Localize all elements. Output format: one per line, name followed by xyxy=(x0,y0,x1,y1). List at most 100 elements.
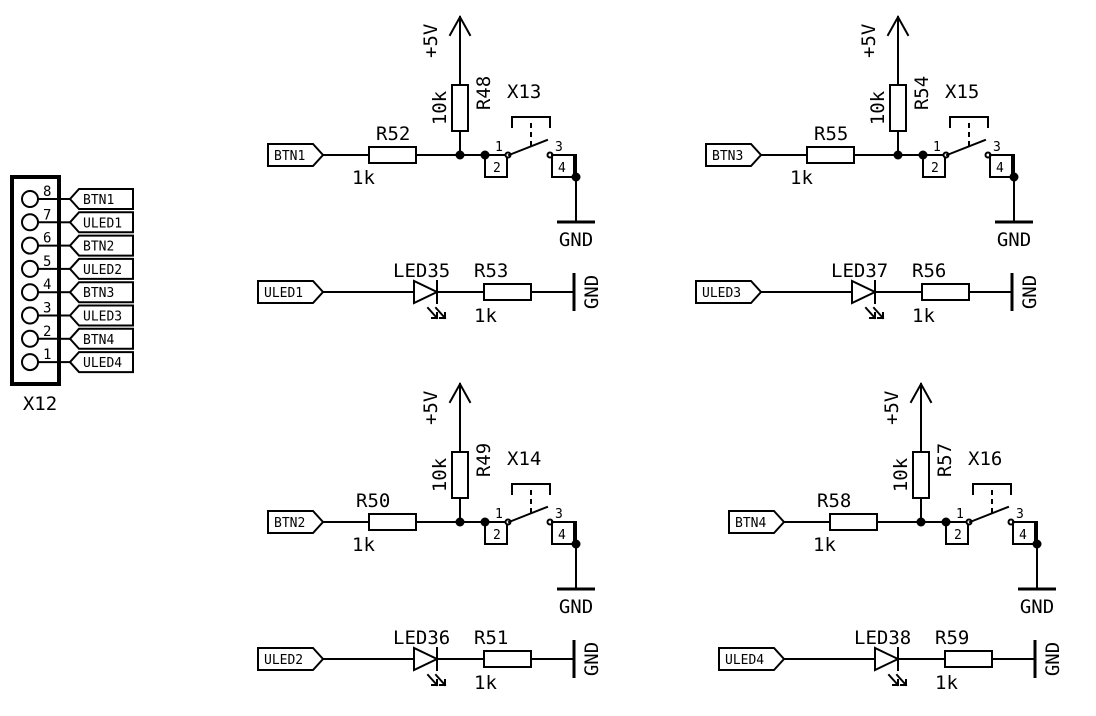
gnd-label: GND xyxy=(1020,596,1054,618)
switch-lever xyxy=(968,505,1010,524)
supply-arrow xyxy=(909,381,933,404)
switch-ref: X15 xyxy=(945,81,979,103)
pin-number: 1 xyxy=(43,347,51,363)
series-value: 1k xyxy=(352,534,375,556)
pin-number: 8 xyxy=(43,184,51,200)
led-light-arrows xyxy=(864,306,885,320)
switch-pin-1: 1 xyxy=(933,140,941,155)
led-triangle xyxy=(851,279,878,305)
led-res-ref: R51 xyxy=(474,627,508,649)
switch-pin-box xyxy=(922,154,946,178)
led-res-ref: R59 xyxy=(935,627,969,649)
net-port-label: BTN1 xyxy=(83,193,114,208)
led-ref: LED37 xyxy=(831,260,888,282)
series-value: 1k xyxy=(813,534,836,556)
led-port-label: ULED1 xyxy=(264,286,303,301)
switch-pin-2: 2 xyxy=(493,528,501,543)
led-resistor xyxy=(483,650,532,668)
switch-pin-1: 1 xyxy=(956,507,964,522)
btn-port-label: BTN3 xyxy=(712,149,743,164)
connector-x12: X12 xyxy=(10,175,61,415)
pin-socket xyxy=(21,259,39,278)
series-value: 1k xyxy=(352,167,375,189)
btn-port-label: BTN1 xyxy=(274,149,305,164)
connector-ref: X12 xyxy=(23,393,57,415)
series-ref: R55 xyxy=(814,123,848,145)
led-res-value: 1k xyxy=(474,672,497,694)
net-port-label: ULED3 xyxy=(83,310,122,325)
junction-dot xyxy=(455,517,465,527)
switch-pin-box xyxy=(551,521,575,545)
channel-btn1: +5V 10k R48 BTN1 R52 1k 2 1 X13 3 4 xyxy=(257,14,603,327)
btn-port xyxy=(728,510,786,534)
gnd-label: GND xyxy=(559,596,593,618)
led-light-arrows xyxy=(426,673,447,687)
junction-dot xyxy=(455,150,465,160)
pin-number: 7 xyxy=(43,207,51,223)
connector-pins: 8BTN17ULED16BTN25ULED24BTN33ULED32BTN41U… xyxy=(21,184,134,374)
switch-pin-box xyxy=(989,154,1013,178)
btn-port-label: BTN4 xyxy=(735,516,766,531)
btn-port-label: BTN2 xyxy=(274,516,305,531)
pin-number: 3 xyxy=(43,301,51,317)
series-resistor xyxy=(368,146,417,164)
pin-number: 4 xyxy=(43,277,51,293)
net-port-label: BTN2 xyxy=(83,240,114,255)
pin-socket xyxy=(21,236,39,255)
gnd-label: GND xyxy=(559,229,593,251)
switch-actuator-top xyxy=(972,483,1012,495)
net-port xyxy=(68,327,134,350)
series-resistor xyxy=(829,513,878,531)
led-triangle xyxy=(874,646,901,672)
switch-pin-1: 1 xyxy=(495,507,503,522)
series-ref: R58 xyxy=(817,490,851,512)
led-port xyxy=(257,647,325,671)
led-port-label: ULED4 xyxy=(725,653,764,668)
gnd-label: GND xyxy=(997,229,1031,251)
switch-pin-2: 2 xyxy=(493,161,501,176)
btn-port xyxy=(267,510,325,534)
supply-arrow xyxy=(886,14,910,37)
pullup-value: 10k xyxy=(429,457,451,492)
net-port-label: BTN3 xyxy=(83,286,114,301)
net-port xyxy=(68,211,134,234)
led-light-arrows xyxy=(887,673,908,687)
switch-actuator-top xyxy=(511,116,551,128)
gnd-label: GND xyxy=(581,642,603,676)
pin-socket xyxy=(21,190,39,208)
switch-pin-box xyxy=(484,521,508,545)
series-value: 1k xyxy=(790,167,813,189)
junction-dot xyxy=(916,517,926,527)
supply-label: +5V xyxy=(420,24,442,58)
net-port xyxy=(68,257,134,280)
switch-pin-3: 3 xyxy=(993,140,1001,155)
net-port xyxy=(68,234,134,257)
pin-number: 6 xyxy=(43,231,51,247)
led-resistor xyxy=(483,283,532,301)
switch-pin-2: 2 xyxy=(931,161,939,176)
switch-pin-3: 3 xyxy=(555,140,563,155)
series-resistor xyxy=(368,513,417,531)
net-port xyxy=(68,281,134,304)
supply-label: +5V xyxy=(858,24,880,58)
pullup-resistor xyxy=(889,84,907,132)
pullup-ref: R57 xyxy=(934,443,956,477)
led-ref: LED35 xyxy=(393,260,450,282)
pin-socket xyxy=(21,306,39,325)
net-port xyxy=(68,351,134,374)
led-resistor xyxy=(921,283,970,301)
gnd-label: GND xyxy=(581,275,603,309)
pin-socket xyxy=(21,213,39,232)
pullup-resistor xyxy=(451,84,469,132)
channel-btn2: +5V 10k R49 BTN2 R50 1k 2 1 X14 3 4 GND … xyxy=(257,381,603,694)
gnd-label: GND xyxy=(1019,275,1041,309)
pullup-value: 10k xyxy=(867,90,889,125)
switch-lever xyxy=(507,505,549,524)
pin-number: 5 xyxy=(43,254,51,270)
switch-lever xyxy=(945,138,987,157)
